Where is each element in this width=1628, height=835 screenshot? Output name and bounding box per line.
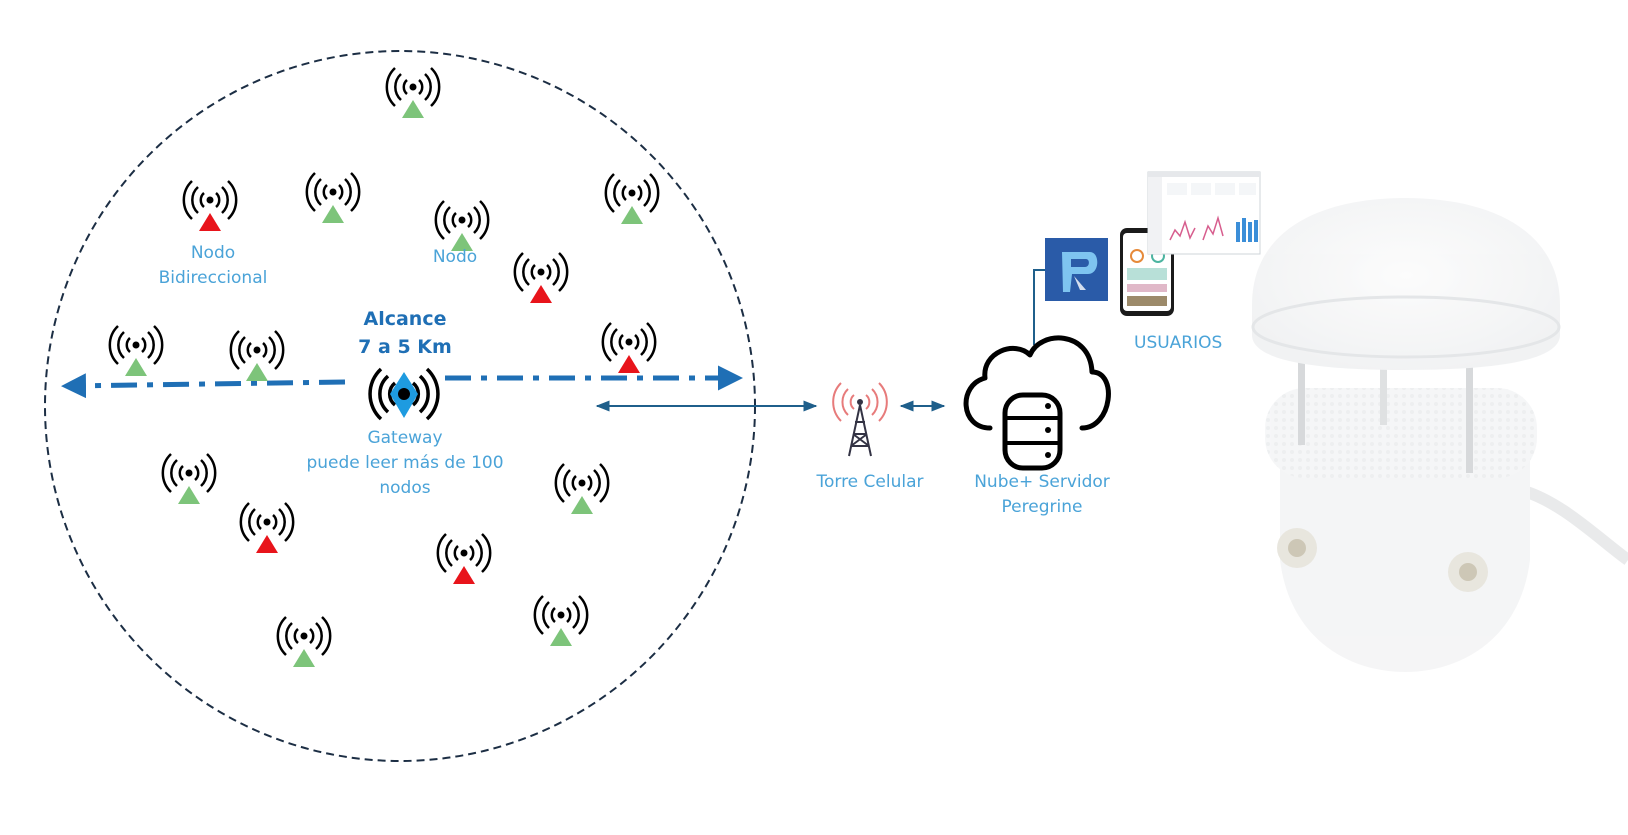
cloud-server-icon bbox=[963, 335, 1111, 471]
nodes-group bbox=[108, 67, 660, 667]
bidirectional-node-marker bbox=[256, 535, 278, 553]
radio-node-icon bbox=[554, 463, 610, 514]
node-marker bbox=[451, 233, 473, 251]
label-cloud-server: Nube+ Servidor Peregrine bbox=[974, 472, 1110, 517]
bidirectional-node-marker bbox=[530, 285, 552, 303]
radio-node-icon bbox=[276, 616, 332, 667]
range-arrow-left bbox=[61, 373, 346, 399]
node-marker bbox=[550, 628, 572, 646]
node-marker bbox=[571, 496, 593, 514]
radio-node-icon bbox=[533, 595, 589, 646]
weather-sensor-device bbox=[1251, 198, 1628, 672]
radio-node-icon bbox=[385, 67, 441, 118]
node-marker bbox=[322, 205, 344, 223]
radio-node-icon bbox=[182, 180, 238, 231]
bidirectional-node-marker bbox=[618, 355, 640, 373]
link-cloud-logo bbox=[1033, 269, 1045, 345]
radio-node-icon bbox=[305, 172, 361, 223]
label-node-bidirectional: Nodo Bidireccional bbox=[158, 243, 268, 288]
dashboard-screenshot bbox=[1147, 171, 1261, 255]
node-marker bbox=[178, 486, 200, 504]
radio-node-icon bbox=[108, 325, 164, 376]
node-marker bbox=[125, 358, 147, 376]
radio-node-icon bbox=[601, 322, 657, 373]
radio-node-icon bbox=[239, 502, 295, 553]
radio-node-icon bbox=[436, 533, 492, 584]
bidirectional-node-marker bbox=[453, 566, 475, 584]
radio-node-icon bbox=[434, 200, 490, 251]
label-users: USUARIOS bbox=[1134, 333, 1223, 353]
label-range: Alcance 7 a 5 Km bbox=[358, 308, 452, 358]
radio-node-icon bbox=[161, 453, 217, 504]
node-marker bbox=[293, 649, 315, 667]
radio-node-icon bbox=[229, 330, 285, 381]
radio-node-icon bbox=[604, 173, 660, 224]
label-gateway: Gateway puede leer más de 100 nodos bbox=[306, 428, 504, 498]
node-marker bbox=[402, 100, 424, 118]
gateway-icon bbox=[368, 367, 440, 421]
bidirectional-node-marker bbox=[199, 213, 221, 231]
cell-tower-icon bbox=[832, 382, 888, 457]
node-marker bbox=[246, 363, 268, 381]
peregrine-logo bbox=[1045, 238, 1108, 301]
node-marker bbox=[621, 206, 643, 224]
label-node: Nodo bbox=[432, 247, 478, 267]
radio-node-icon bbox=[513, 252, 569, 303]
label-tower: Torre Celular bbox=[816, 472, 924, 492]
